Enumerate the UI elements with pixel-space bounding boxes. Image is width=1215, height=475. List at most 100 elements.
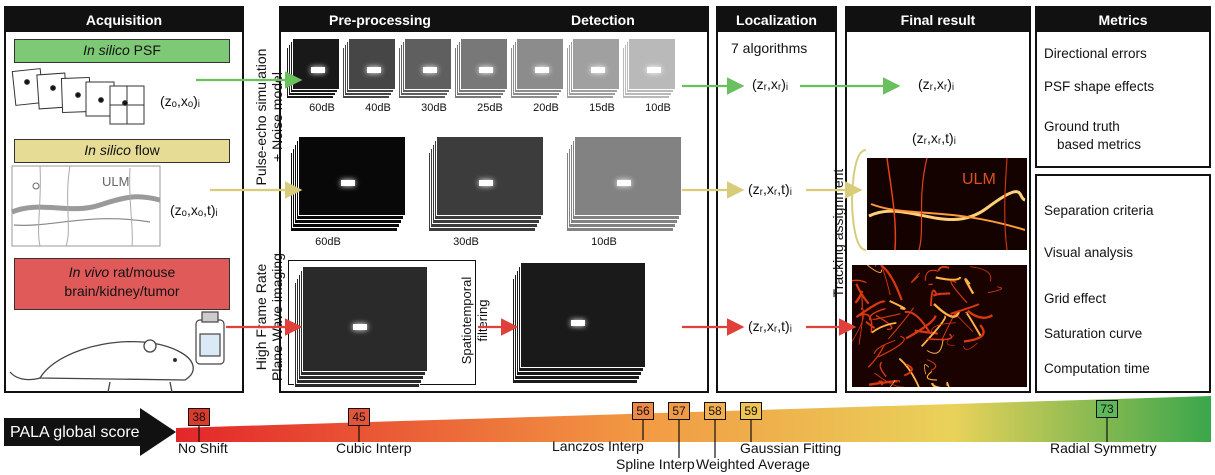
- vessel: [874, 265, 891, 296]
- vessel: [910, 272, 921, 283]
- vessel: [873, 339, 896, 355]
- stack-frame: [628, 38, 676, 90]
- score-badge: 56: [632, 402, 654, 420]
- psf-italic: In silico: [83, 42, 130, 58]
- db-label: 60dB: [315, 236, 341, 248]
- score-badge: 57: [668, 402, 690, 420]
- metric-based-metrics: based metrics: [1057, 137, 1142, 152]
- final-out-psf: (zᵣ,xᵣ)ᵢ: [918, 76, 955, 92]
- vial-icon: [195, 311, 225, 365]
- algorithms-count: 7 algorithms: [731, 40, 808, 56]
- vessel: [932, 292, 951, 297]
- flow-sketch: ULM: [11, 165, 161, 247]
- score-method-name: Cubic Interp: [336, 440, 412, 456]
- vessel: [855, 300, 886, 319]
- final-result-header: Final result: [847, 8, 1029, 32]
- vessel: [852, 307, 865, 342]
- vessel: [963, 324, 985, 343]
- vessel: [926, 333, 953, 341]
- vessel: [946, 335, 955, 346]
- vessel: [927, 359, 937, 371]
- metric-grid-effect: Grid effect: [1044, 291, 1107, 306]
- score-gradient-bar: [176, 396, 1211, 442]
- vivo-vessel-map: [852, 265, 1002, 387]
- flow-sketch-text: ULM: [102, 174, 129, 189]
- vessel: [866, 265, 882, 273]
- vessel: [861, 296, 863, 309]
- bright-spot: [647, 66, 662, 73]
- bright-spot: [352, 324, 367, 331]
- stack-frame: [348, 38, 396, 90]
- stack-frame: [574, 136, 682, 216]
- db-label: 60dB: [309, 102, 335, 114]
- flow-italic: In silico: [84, 142, 131, 158]
- score-method-name: No Shift: [178, 440, 228, 456]
- bright-spot: [311, 66, 326, 73]
- stack-frame: [436, 136, 544, 216]
- psf-pill: In silico PSF: [14, 39, 230, 63]
- vessel: [905, 315, 937, 340]
- flow-formula: (zₒ,xₒ,t)ᵢ: [170, 202, 218, 218]
- psf-sketch: [11, 68, 145, 125]
- vessel: [963, 342, 978, 350]
- ulm-text: ULM: [962, 171, 996, 188]
- bright-spot: [535, 66, 550, 73]
- vessel: [926, 339, 944, 354]
- vessel: [966, 309, 994, 319]
- db-label: 20dB: [533, 102, 559, 114]
- flow-rest: flow: [130, 142, 160, 158]
- preprocessing-detection-header: Pre-processing Detection: [281, 8, 707, 32]
- vessel: [931, 382, 942, 387]
- vessel: [965, 311, 983, 338]
- flow-result-tracks: ULM: [868, 158, 1026, 250]
- vessel: [933, 303, 960, 318]
- metric-psf-shape: PSF shape effects: [1044, 79, 1155, 94]
- loc-out-flow: (zᵣ,xᵣ,t)ᵢ: [748, 181, 792, 197]
- metric-computation-time: Computation time: [1044, 361, 1150, 376]
- vessel: [867, 344, 885, 368]
- db-label: 15dB: [589, 102, 615, 114]
- stack-frame: [460, 38, 508, 90]
- db-label: 40dB: [365, 102, 391, 114]
- db-label: 10dB: [591, 236, 617, 248]
- metric-saturation: Saturation curve: [1044, 326, 1143, 341]
- rat-sketch: [9, 339, 194, 393]
- stack-frame: [302, 266, 428, 372]
- vessel: [875, 314, 893, 331]
- score-ticks: [198, 418, 1108, 458]
- metrics-panel-top: Metrics: [1035, 6, 1211, 168]
- vessel: [865, 321, 875, 329]
- flow-pill: In silico flow: [14, 139, 230, 163]
- vessel: [920, 315, 947, 347]
- score-arrow: [4, 408, 176, 456]
- final-out-flow: (zᵣ,xᵣ,t)ᵢ: [912, 130, 956, 146]
- vessel: [904, 310, 930, 333]
- detection-title: Detection: [571, 12, 635, 28]
- db-label: 30dB: [421, 102, 447, 114]
- metric-ground-truth: Ground truth: [1044, 119, 1120, 134]
- metrics-panel-bottom: [1035, 174, 1211, 393]
- metrics-header: Metrics: [1037, 8, 1209, 32]
- score-badge: 45: [348, 408, 370, 426]
- vivo-pill: In vivo rat/mouse brain/kidney/tumor: [14, 258, 230, 310]
- score-badge: 58: [704, 402, 726, 420]
- bright-spot: [367, 66, 382, 73]
- vessel: [924, 269, 939, 281]
- vessel: [879, 361, 887, 378]
- score-method-name: Gaussian Fitting: [740, 440, 842, 456]
- vessel: [946, 381, 950, 387]
- metric-directional-errors: Directional errors: [1044, 46, 1147, 61]
- vessel: [868, 380, 900, 386]
- vivo-rest: rat/mouse: [109, 264, 176, 280]
- db-label: 10dB: [645, 102, 671, 114]
- vivo-result-image: [852, 265, 1027, 387]
- vessel: [880, 265, 903, 301]
- vessel: [889, 300, 906, 310]
- vessel: [887, 307, 914, 340]
- vessel: [878, 335, 905, 358]
- metric-separation: Separation criteria: [1044, 203, 1154, 218]
- vessel: [950, 280, 968, 304]
- psf-formula: (zₒ,xₒ)ᵢ: [160, 93, 200, 109]
- vessel: [872, 313, 901, 320]
- vessel: [871, 321, 897, 334]
